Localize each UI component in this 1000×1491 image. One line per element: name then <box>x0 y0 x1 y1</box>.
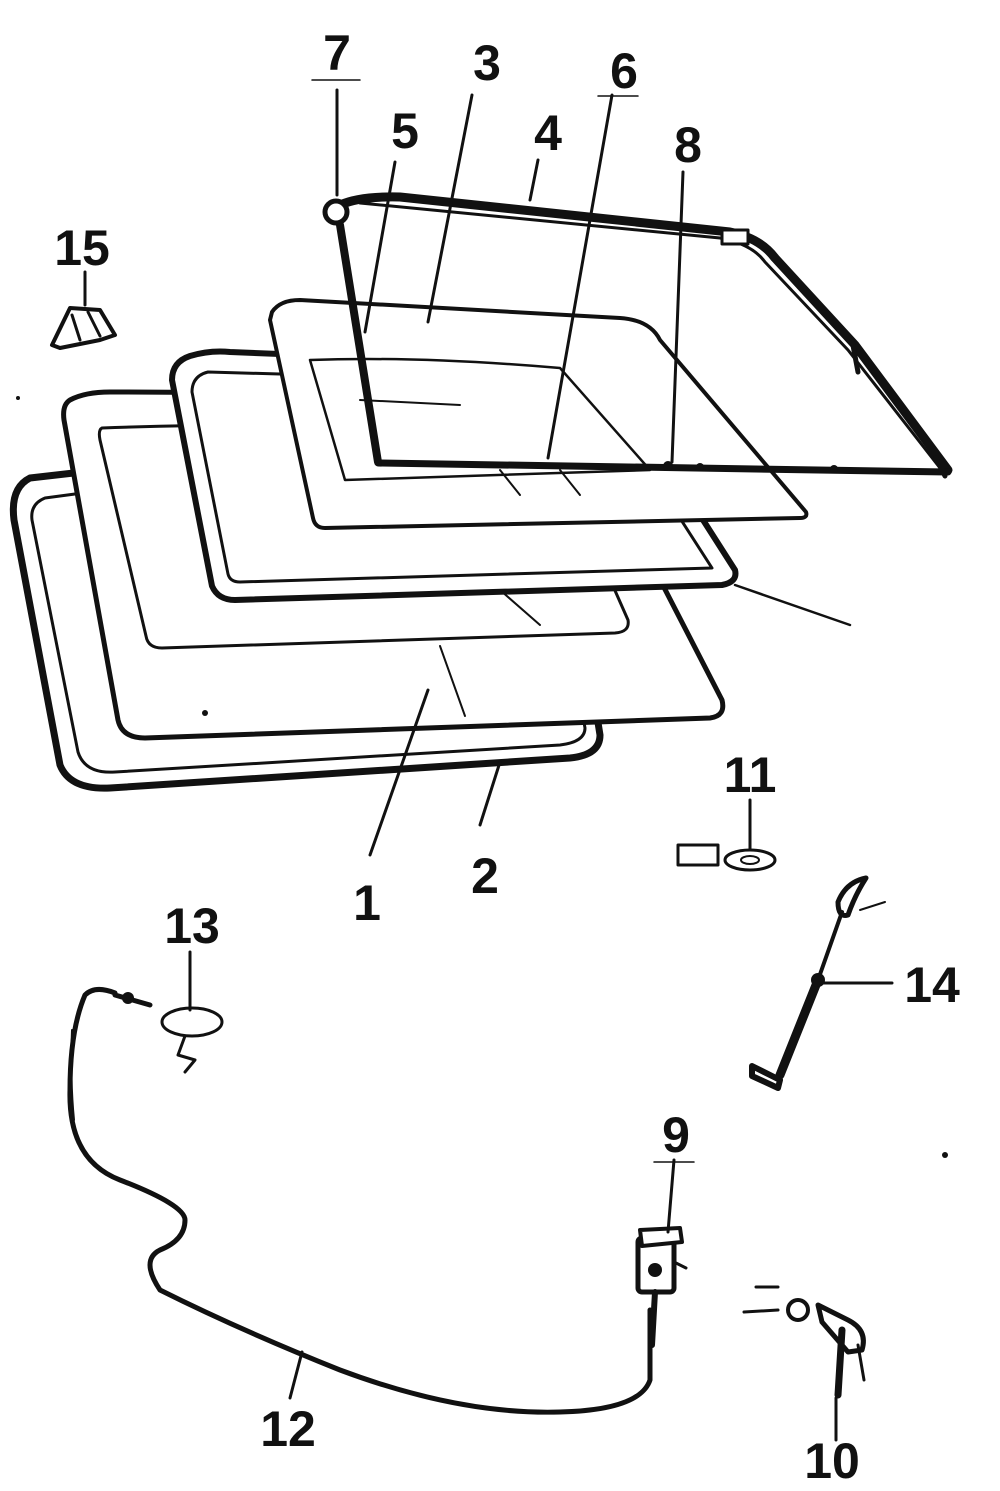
leader-6 <box>546 93 614 460</box>
callout-1: 1 <box>353 875 381 931</box>
callout-labels: 7 3 6 5 4 8 15 11 2 1 13 14 9 12 10 <box>54 25 960 1489</box>
callout-5: 5 <box>391 103 419 159</box>
callout-10: 10 <box>804 1433 860 1489</box>
leader-9 <box>666 1158 676 1234</box>
part-9-drive-assembly <box>635 1226 688 1348</box>
callout-14: 14 <box>904 957 960 1013</box>
leader-1 <box>368 688 430 857</box>
leader-3 <box>426 93 474 324</box>
leader-8 <box>670 170 685 464</box>
callout-13: 13 <box>164 898 220 954</box>
leader-lines <box>83 79 894 1442</box>
callout-4: 4 <box>534 105 562 161</box>
callout-8: 8 <box>674 117 702 173</box>
leader-12 <box>288 1350 304 1400</box>
callout-12: 12 <box>260 1401 316 1457</box>
part-10-crank-handle <box>742 1285 866 1399</box>
part-4-front-frame <box>322 192 953 479</box>
callout-9: 9 <box>662 1107 690 1163</box>
leader-2 <box>478 760 502 827</box>
leader-5 <box>363 160 397 334</box>
callout-7: 7 <box>323 25 351 81</box>
callout-6: 6 <box>610 43 638 99</box>
part-13-cable-bracket <box>112 992 224 1074</box>
part-11-clip-washer <box>676 843 777 872</box>
callout-2: 2 <box>471 848 499 904</box>
part-15-clip <box>50 306 117 350</box>
part-12-cable <box>67 987 653 1415</box>
leader-4 <box>528 158 540 202</box>
callout-11: 11 <box>724 747 777 803</box>
part-14-support-strut <box>749 875 886 1091</box>
part-3-inner-panel <box>268 298 809 530</box>
callout-15: 15 <box>54 220 110 276</box>
callout-3: 3 <box>473 35 501 91</box>
